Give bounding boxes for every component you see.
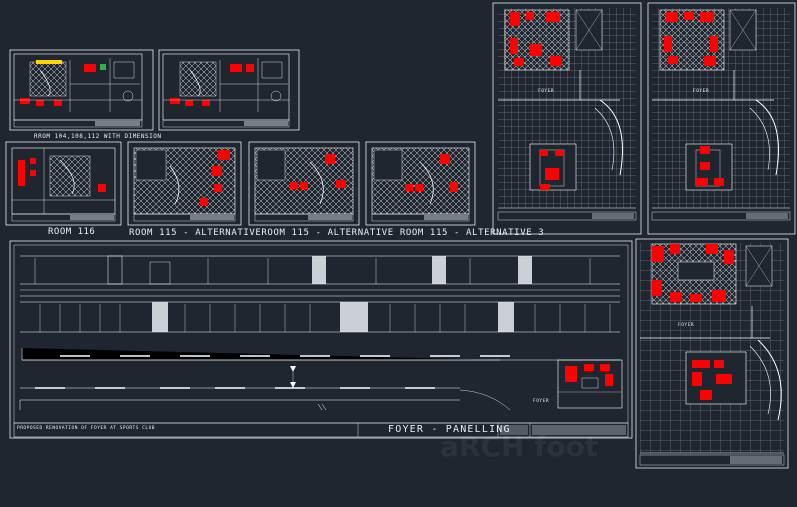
project-note: PROPOSED RENOVATION OF FOYER AT SPORTS C… bbox=[17, 426, 155, 431]
room-115-alternatives-label: ROOM 115 - ALTERNATIVEROOM 115 - ALTERNA… bbox=[129, 228, 545, 238]
sheet-title: FOYER - PANELLING bbox=[388, 424, 511, 435]
room-plan-104-a bbox=[9, 49, 154, 131]
foyer-label-panelling-plan: FOYER bbox=[533, 399, 550, 404]
room-plan-115-alt-1 bbox=[127, 141, 242, 226]
foyer-label-plan-2: FOYER bbox=[693, 89, 710, 94]
watermark: aRCH foot bbox=[440, 430, 599, 463]
foyer-plan-3 bbox=[635, 238, 789, 469]
foyer-label-plan-1: FOYER bbox=[538, 89, 555, 94]
foyer-plan-1 bbox=[492, 2, 642, 235]
foyer-panelling-sheet bbox=[9, 240, 633, 439]
room-plan-104-b bbox=[158, 49, 300, 131]
room-plan-115-alt-2 bbox=[248, 141, 360, 226]
room-plan-116 bbox=[5, 141, 122, 226]
room-plan-115-alt-3 bbox=[365, 141, 476, 226]
room-dimension-label: RROM 104,108,112 WITH DIMENSION bbox=[34, 133, 162, 140]
foyer-plan-2 bbox=[647, 2, 796, 235]
foyer-label-plan-3: FOYER bbox=[678, 323, 695, 328]
room-116-label: ROOM 116 bbox=[48, 227, 96, 237]
